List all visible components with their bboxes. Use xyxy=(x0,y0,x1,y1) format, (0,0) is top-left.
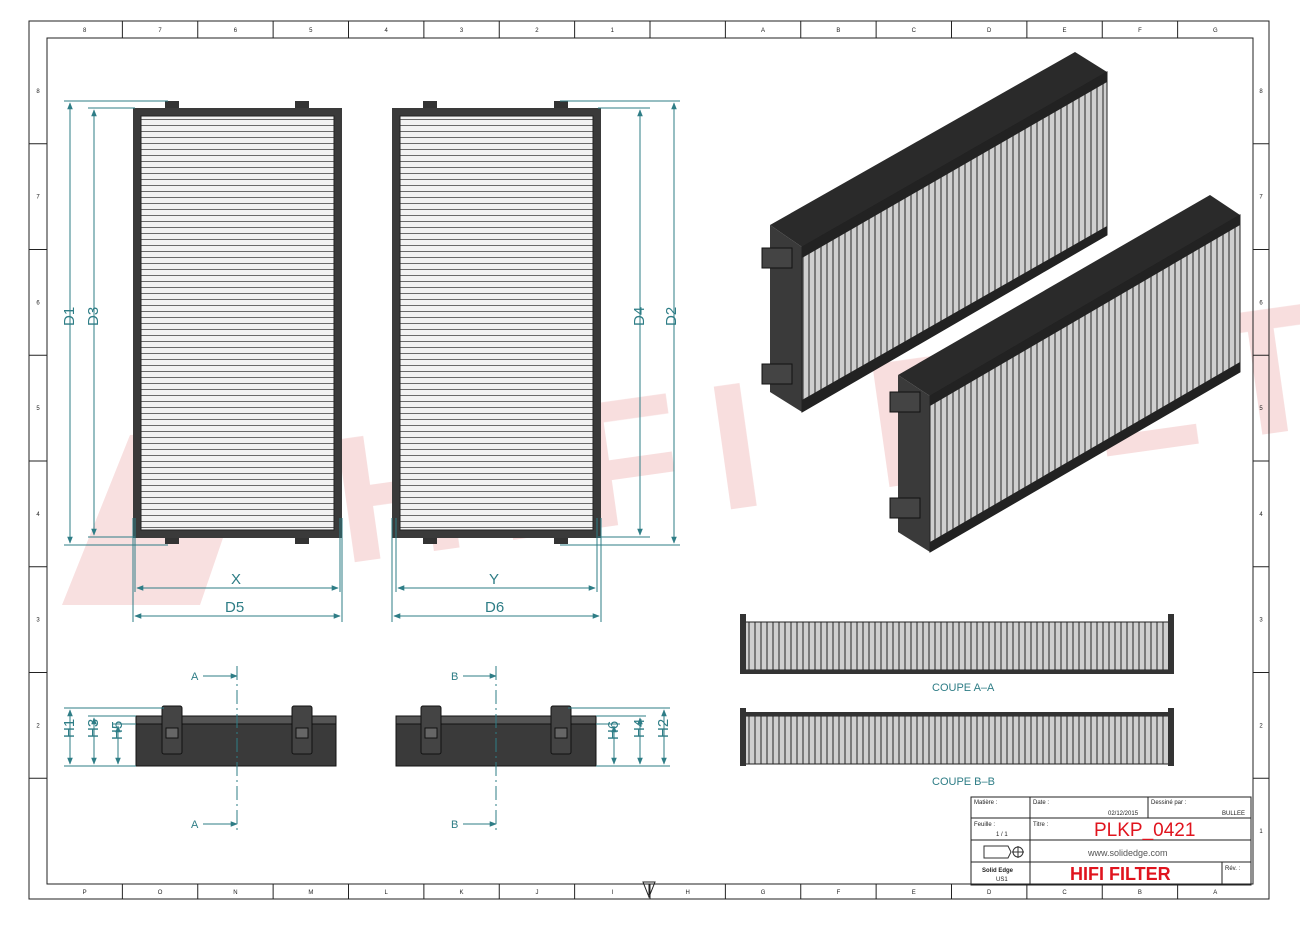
dimension-lines xyxy=(64,100,680,622)
dim-label-h1: H1 xyxy=(61,719,78,738)
bottom-column-label: I xyxy=(611,890,613,896)
top-column-label: F xyxy=(1138,28,1142,34)
right-row-label: 2 xyxy=(1259,723,1263,729)
right-row-label: 6 xyxy=(1259,300,1263,306)
left-row-label: 5 xyxy=(36,406,40,412)
right-row-label: 3 xyxy=(1259,618,1263,624)
value-feuille: 1 / 1 xyxy=(996,832,1008,838)
left-row-label: 3 xyxy=(36,618,40,624)
top-column-label: 6 xyxy=(234,28,238,34)
bottom-column-label: G xyxy=(761,890,766,896)
section-label-b-top: B xyxy=(451,671,458,683)
dim-label-y: Y xyxy=(489,571,499,588)
top-column-label: E xyxy=(1063,28,1067,34)
bottom-column-label: C xyxy=(1062,890,1067,896)
label-titre: Titre : xyxy=(1033,822,1048,828)
bottom-column-label: F xyxy=(837,890,841,896)
dim-label-d3: D3 xyxy=(85,307,102,326)
dim-label-h6: H6 xyxy=(605,721,622,740)
outer-border xyxy=(28,20,1270,900)
section-view-bb xyxy=(740,708,1174,766)
top-column-label: D xyxy=(987,28,992,34)
dim-label-x: X xyxy=(231,571,241,588)
top-column-label: 8 xyxy=(83,28,87,34)
right-row-label: 7 xyxy=(1259,195,1263,201)
isometric-view-upper xyxy=(761,52,1108,413)
software-sub: US1 xyxy=(996,877,1008,883)
company-name: HIFI FILTER xyxy=(1070,864,1171,884)
section-label-a-top: A xyxy=(191,671,199,683)
right-row-label: 5 xyxy=(1259,406,1263,412)
top-column-label: 3 xyxy=(460,28,464,34)
dim-label-h2: H2 xyxy=(655,719,672,738)
top-column-label: A xyxy=(761,28,765,34)
side-view-left xyxy=(135,705,337,767)
front-view-left xyxy=(133,101,342,544)
top-column-label: 5 xyxy=(309,28,313,34)
bottom-column-label: O xyxy=(158,890,163,896)
projection-arrow-icon xyxy=(642,881,656,899)
top-column-label: 1 xyxy=(611,28,615,34)
label-rev: Rév. : xyxy=(1225,866,1241,872)
label-matiere: Matière : xyxy=(974,800,998,806)
dim-label-d6: D6 xyxy=(485,599,504,616)
solid-edge-logo-icon xyxy=(983,845,1024,859)
top-column-label: 7 xyxy=(158,28,162,34)
bottom-column-label: K xyxy=(460,890,464,896)
dim-label-h4: H4 xyxy=(631,719,648,738)
right-row-label: 1 xyxy=(1259,829,1263,835)
bottom-column-label: D xyxy=(987,890,992,896)
section-label-a-bottom: A xyxy=(191,819,199,831)
bottom-column-label: N xyxy=(233,890,237,896)
section-label-b-bottom: B xyxy=(451,819,458,831)
title-block xyxy=(970,796,1252,886)
left-row-label: 6 xyxy=(36,300,40,306)
top-column-label: 4 xyxy=(385,28,389,34)
top-column-label: B xyxy=(836,28,840,34)
top-column-label: 2 xyxy=(535,28,539,34)
bottom-column-label: J xyxy=(535,890,538,896)
bottom-column-label: H xyxy=(686,890,690,896)
left-row-label: 2 xyxy=(36,723,40,729)
left-row-label: 8 xyxy=(36,89,40,95)
website: www.solidedge.com xyxy=(1087,848,1168,858)
section-lines xyxy=(64,666,670,830)
bottom-column-label: B xyxy=(1138,890,1142,896)
bottom-column-label: A xyxy=(1213,890,1217,896)
label-feuille: Feuille : xyxy=(974,822,995,828)
section-caption-aa: COUPE A–A xyxy=(932,682,995,694)
dim-label-h5: H5 xyxy=(109,721,126,740)
right-row-label: 8 xyxy=(1259,89,1263,95)
section-view-aa xyxy=(740,614,1174,674)
dim-label-d1: D1 xyxy=(61,307,78,326)
bottom-column-label: E xyxy=(912,890,916,896)
bottom-column-label: M xyxy=(308,890,313,896)
right-row-label: 4 xyxy=(1259,512,1263,518)
border-grid: 8P 7O 6N 5M 4L 3K 2J 1I H A G B F C E D D E C F B G A 8 7 6 5 4 3 2 8 7… xyxy=(29,21,1269,899)
bottom-column-label: L xyxy=(385,890,389,896)
bottom-column-label: P xyxy=(83,890,87,896)
isometric-view-lower xyxy=(889,195,1241,553)
section-caption-bb: COUPE B–B xyxy=(932,776,995,788)
value-dessine: BULLEE xyxy=(1222,811,1245,817)
part-number: PLKP_0421 xyxy=(1094,820,1195,841)
top-column-label: G xyxy=(1213,28,1218,34)
dim-label-d5: D5 xyxy=(225,599,244,616)
dim-label-d4: D4 xyxy=(631,307,648,326)
front-view-right xyxy=(392,101,601,544)
left-row-label: 7 xyxy=(36,195,40,201)
left-row-label: 4 xyxy=(36,512,40,518)
label-date: Date : xyxy=(1033,800,1049,806)
dim-label-h3: H3 xyxy=(85,719,102,738)
software-name: Solid Edge xyxy=(982,868,1014,874)
label-dessine: Dessiné par : xyxy=(1151,800,1187,806)
top-column-label: C xyxy=(912,28,917,34)
value-date: 02/12/2015 xyxy=(1108,811,1139,817)
dim-label-d2: D2 xyxy=(663,307,680,326)
